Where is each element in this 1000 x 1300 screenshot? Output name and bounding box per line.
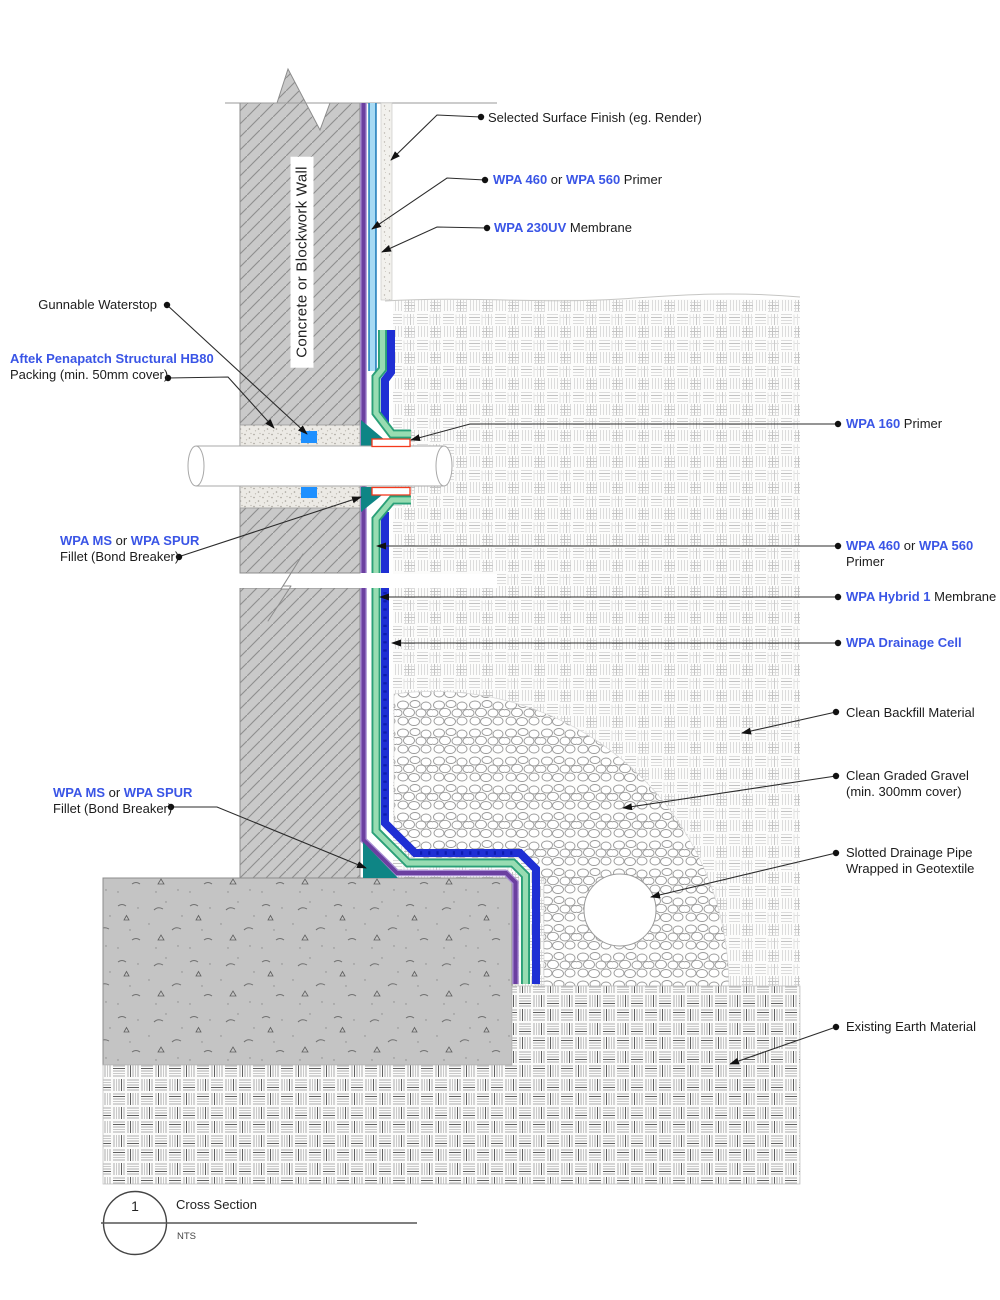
membrane-230uv-text: WPA 230UV bbox=[494, 220, 567, 235]
primer-460-560-right-label: WPA 460 or WPA 560 Primer bbox=[846, 538, 973, 570]
gravel-label: Clean Graded Gravel (min. 300mm cover) bbox=[846, 768, 969, 800]
wpa-ms-text: WPA MS bbox=[53, 785, 105, 800]
membrane-suffix-text: Membrane bbox=[930, 589, 997, 604]
fillet-upper-label: WPA MS or WPA SPUR Fillet (Bond Breaker) bbox=[60, 533, 199, 565]
or-text: or bbox=[112, 533, 131, 548]
title-block-scale: NTS bbox=[177, 1231, 196, 1242]
existing-earth-region bbox=[102, 985, 801, 1185]
primer-suffix-text: Primer bbox=[620, 172, 663, 187]
concrete-footing bbox=[102, 877, 513, 1066]
hybrid1-membrane-label: WPA Hybrid 1 Membrane bbox=[846, 589, 996, 605]
earth-label: Existing Earth Material bbox=[846, 1019, 976, 1035]
gunnable-waterstop-top bbox=[301, 431, 317, 443]
hybrid1-text: WPA Hybrid 1 bbox=[846, 589, 931, 604]
drainage-cell-text: WPA Drainage Cell bbox=[846, 635, 962, 650]
wpa-spur-text: WPA SPUR bbox=[123, 785, 193, 800]
title-block-graphics bbox=[101, 1190, 417, 1256]
primer-suffix-text: Primer bbox=[900, 416, 943, 431]
wall-break-symbol bbox=[267, 553, 304, 622]
membrane-230uv-label: WPA 230UV Membrane bbox=[494, 220, 632, 236]
gunnable-waterstop-text: Gunnable Waterstop bbox=[38, 297, 157, 312]
primer-460-text: WPA 460 bbox=[846, 538, 901, 553]
leader-dots bbox=[163, 113, 842, 1031]
earth-text: Existing Earth Material bbox=[846, 1019, 977, 1034]
primer-suffix-text: Primer bbox=[846, 554, 885, 569]
or-text: or bbox=[547, 172, 566, 187]
primer-460-560-layer-lower bbox=[361, 588, 518, 984]
leader-lines bbox=[166, 114, 838, 1065]
backfill-surface-line bbox=[384, 293, 801, 302]
fillet-bond-breaker-text: Fillet (Bond Breaker) bbox=[53, 801, 173, 816]
wpa-ms-text: WPA MS bbox=[60, 533, 112, 548]
primer-460-560-top-label: WPA 460 or WPA 560 Primer bbox=[493, 172, 662, 188]
slotted-pipe-label: Slotted Drainage Pipe Wrapped in Geotext… bbox=[846, 845, 974, 877]
primer-160-strip-bottom bbox=[371, 486, 411, 496]
primer-560-text: WPA 560 bbox=[918, 538, 974, 553]
gravel-text-line2: (min. 300mm cover) bbox=[846, 784, 962, 799]
fillet-wall-footing bbox=[363, 842, 398, 878]
drainage-cell-upper bbox=[381, 330, 395, 424]
slotted-drainage-pipe-section bbox=[583, 873, 657, 947]
fillet-bond-breaker-text: Fillet (Bond Breaker) bbox=[60, 549, 180, 564]
primer-460-text: WPA 460 bbox=[493, 172, 548, 187]
gunnable-waterstop-bottom bbox=[301, 487, 317, 498]
slotted-pipe-text-line2: Wrapped in Geotextile bbox=[846, 861, 975, 876]
membrane-hybrid-upper bbox=[373, 330, 411, 437]
primer-160-text: WPA 160 bbox=[846, 416, 901, 431]
surface-finish-text: Selected Surface Finish (eg. Render) bbox=[488, 110, 702, 125]
backfill-text: Clean Backfill Material bbox=[846, 705, 975, 720]
drainage-cell-label: WPA Drainage Cell bbox=[846, 635, 962, 651]
membrane-hybrid-lower bbox=[373, 588, 529, 984]
gravel-text-line1: Clean Graded Gravel bbox=[846, 768, 969, 783]
penapatch-product-text: Aftek Penapatch Structural HB80 bbox=[10, 351, 214, 366]
title-block-number: 1 bbox=[131, 1198, 139, 1214]
or-text: or bbox=[105, 785, 124, 800]
wall-break-band bbox=[225, 574, 497, 588]
gunnable-waterstop-label: Gunnable Waterstop bbox=[38, 297, 157, 313]
service-pipe bbox=[187, 445, 453, 487]
membrane-suffix-text: Membrane bbox=[566, 220, 632, 235]
title-block-title: Cross Section bbox=[176, 1197, 257, 1212]
slotted-pipe-text-line1: Slotted Drainage Pipe bbox=[846, 845, 973, 860]
penapatch-packing-text: Packing (min. 50mm cover) bbox=[10, 367, 169, 382]
primer-560-text: WPA 560 bbox=[565, 172, 621, 187]
drainage-cell-lower bbox=[381, 588, 540, 984]
or-text: or bbox=[900, 538, 919, 553]
backfill-label: Clean Backfill Material bbox=[846, 705, 975, 721]
wall-label: Concrete or Blockwork Wall bbox=[290, 156, 314, 368]
penapatch-label: Aftek Penapatch Structural HB80 Packing … bbox=[10, 351, 214, 383]
concrete-wall-lower bbox=[239, 587, 361, 879]
wpa-spur-text: WPA SPUR bbox=[130, 533, 200, 548]
surface-finish-label: Selected Surface Finish (eg. Render) bbox=[488, 110, 702, 126]
primer-160-strip-top bbox=[371, 438, 411, 448]
primer-160-label: WPA 160 Primer bbox=[846, 416, 942, 432]
fillet-lower-label: WPA MS or WPA SPUR Fillet (Bond Breaker) bbox=[53, 785, 192, 817]
surface-finish-render-strip bbox=[380, 102, 393, 301]
